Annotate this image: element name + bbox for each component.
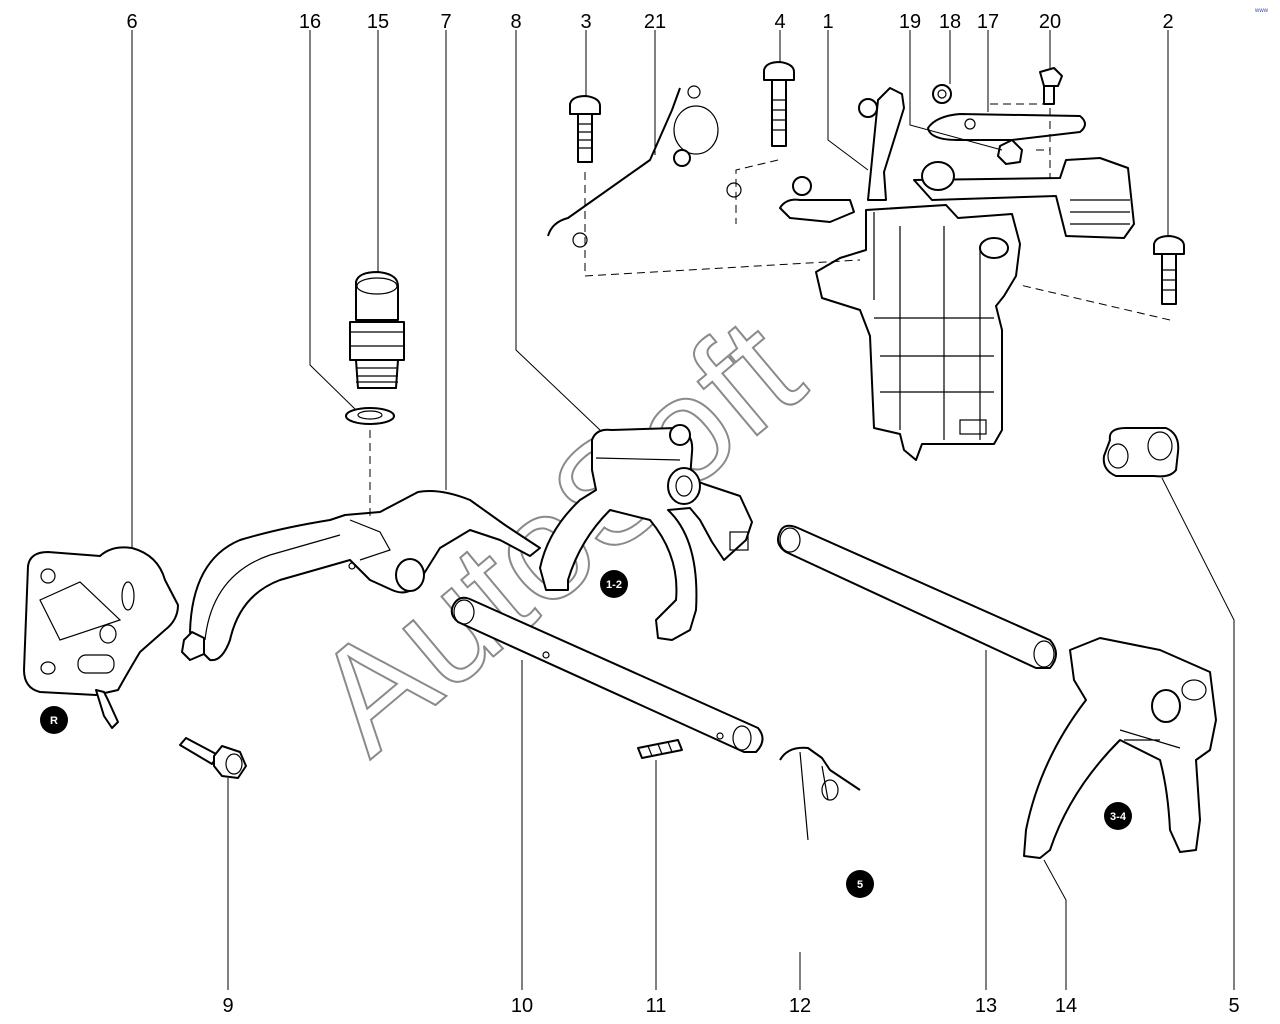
part-11-roll-pin (637, 739, 683, 759)
badge-1-2 (600, 570, 628, 598)
part-12-fork-5 (779, 746, 861, 841)
part-7-reverse-fork (181, 490, 541, 662)
callout-11: 11 (646, 995, 667, 1017)
callout-14: 14 (1055, 995, 1077, 1017)
part-16-washer (345, 407, 395, 425)
badge-r-label: R (50, 715, 58, 727)
callout-9: 9 (222, 995, 233, 1017)
part-4-bolt (763, 61, 795, 147)
part-15-reverse-switch (349, 271, 405, 389)
badge-r (40, 706, 68, 734)
callout-8: 8 (510, 11, 521, 33)
assembly-lines (369, 103, 1171, 520)
callout-10: 10 (511, 995, 533, 1017)
part-10-shift-rod (450, 596, 764, 753)
callout-18: 18 (939, 11, 961, 33)
part-5-bushing (1102, 427, 1180, 478)
callout-16: 16 (299, 11, 321, 33)
part-17-lever-plate (927, 113, 1086, 141)
badge-1-2-label: 1-2 (606, 579, 622, 591)
part-2-bolt (1153, 235, 1185, 305)
badge-3-4-label: 3-4 (1110, 811, 1127, 823)
callout-6: 6 (126, 11, 137, 33)
part-13-shift-rod (777, 524, 1057, 669)
callout-15: 15 (367, 11, 389, 33)
callout-12: 12 (789, 995, 811, 1017)
corner-mark: www (1254, 8, 1269, 14)
part-1-selector-mechanism (779, 87, 1135, 461)
callout-7: 7 (440, 11, 451, 33)
part-21-plate (547, 85, 742, 248)
part-19-stud (997, 139, 1023, 165)
part-14-fork-3-4 (1023, 637, 1217, 859)
callout-4: 4 (774, 11, 785, 33)
part-20-bolt (1039, 67, 1063, 105)
part-18-nut (932, 84, 952, 104)
callout-3: 3 (580, 11, 591, 33)
callout-20: 20 (1039, 11, 1061, 33)
callout-5: 5 (1228, 995, 1239, 1017)
leader-lines (131, 30, 1235, 990)
callout-17: 17 (977, 11, 999, 33)
badge-3-4 (1104, 802, 1132, 830)
callout-21: 21 (644, 11, 666, 33)
part-6-reverse-bracket (23, 546, 179, 729)
badge-5-label: 5 (857, 879, 863, 891)
badge-5 (846, 870, 874, 898)
callout-numbers: 6 16 15 7 8 3 21 4 1 19 18 17 20 2 9 10 … (126, 11, 1239, 1017)
part-3-bolt (569, 95, 601, 163)
part-8-fork-1-2 (539, 424, 753, 641)
callout-2: 2 (1162, 11, 1173, 33)
callout-1: 1 (822, 11, 833, 33)
callout-13: 13 (975, 995, 997, 1017)
callout-19: 19 (899, 11, 921, 33)
part-9-bolt (179, 737, 247, 779)
